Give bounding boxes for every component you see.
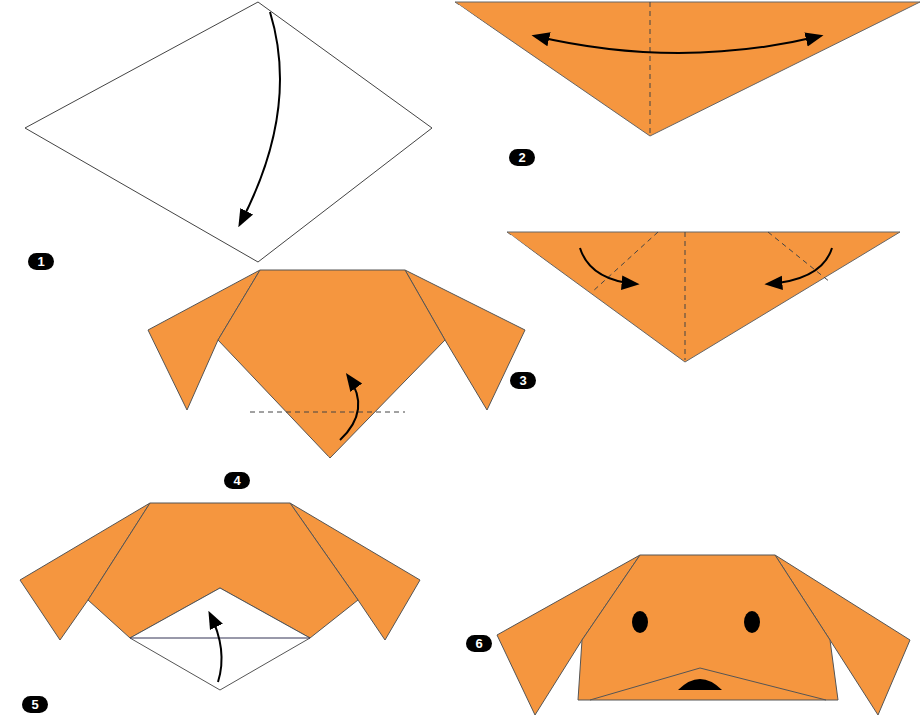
callout-number: 2 <box>509 149 535 166</box>
callout-number: 1 <box>28 253 54 270</box>
step-5-head <box>20 503 420 690</box>
step-1-square <box>25 2 432 262</box>
step-3-triangle <box>507 232 900 362</box>
callout-number: 6 <box>466 635 492 652</box>
callout-number: 3 <box>510 372 536 389</box>
step-4-head <box>148 270 525 458</box>
callout-number: 4 <box>224 472 250 489</box>
step-6-dog-face <box>497 555 910 715</box>
callout-number: 5 <box>22 696 48 713</box>
step-2-triangle <box>455 2 920 136</box>
